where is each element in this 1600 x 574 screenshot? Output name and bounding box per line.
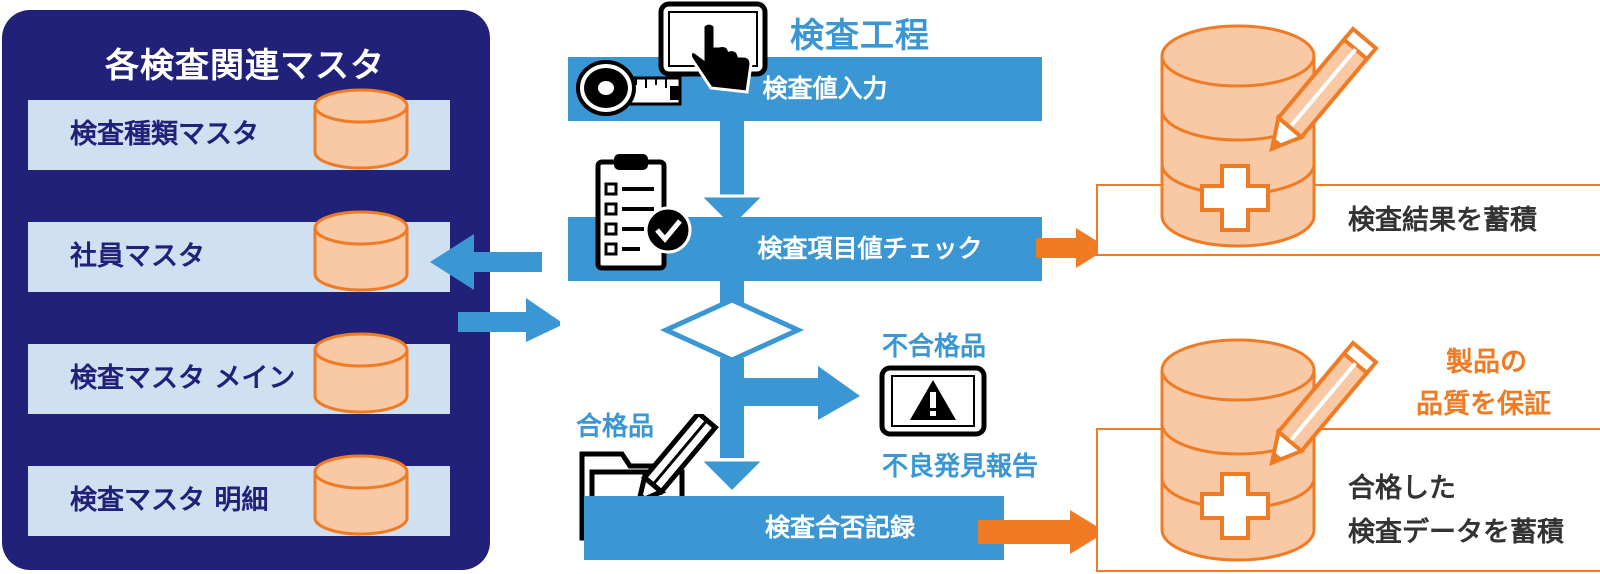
process-step-label: 検査合否記録 — [764, 513, 915, 542]
database-medical-pencil-icon — [1160, 24, 1379, 248]
passed-line1: 合格した — [1348, 473, 1456, 504]
arrow-to-passed-data — [978, 510, 1106, 554]
database-icon — [313, 332, 409, 414]
database-medical-pencil-icon — [1160, 338, 1379, 562]
accumulate-label: 検査結果を蓄積 — [1348, 205, 1537, 236]
fail-report-label: 不良発見報告 — [882, 452, 1039, 482]
master-exchange-arrows — [430, 234, 560, 342]
process-title: 検査工程 — [790, 16, 930, 56]
database-icon — [313, 88, 409, 170]
process-flow-lines — [659, 118, 860, 495]
arrow-from-masters — [458, 298, 560, 342]
process-step-record[interactable]: 検査合否記録 — [584, 496, 1004, 560]
master-item-inspection-detail[interactable]: 検査マスタ 明細 — [28, 454, 450, 536]
master-item-label: 検査種類マスタ — [70, 119, 259, 150]
fail-label: 不合格品 — [882, 332, 987, 362]
masters-title: 各検査関連マスタ — [105, 46, 385, 86]
arrow-to-results — [1036, 228, 1108, 268]
master-item-inspection-main[interactable]: 検査マスタ メイン — [28, 332, 450, 414]
guarantee-line1: 製品の — [1446, 347, 1527, 378]
arrow-to-fail — [744, 366, 860, 420]
passed-line2: 検査データを蓄積 — [1348, 517, 1564, 548]
process-step-label: 検査項目値チェック — [757, 234, 983, 263]
master-item-label: 社員マスタ — [70, 241, 205, 272]
decision-diamond — [659, 297, 805, 363]
master-item-label: 検査マスタ メイン — [70, 363, 296, 394]
process-step-label: 検査値入力 — [762, 74, 888, 103]
tape-measure-icon — [576, 60, 682, 116]
tablet-touch-icon — [658, 1, 768, 94]
warning-tablet-icon — [879, 365, 987, 437]
database-icon — [313, 210, 409, 292]
master-item-label: 検査マスタ 明細 — [70, 485, 269, 516]
arrow-to-masters — [430, 234, 542, 290]
clipboard-check-icon — [595, 154, 692, 271]
master-item-employee[interactable]: 社員マスタ — [28, 210, 450, 292]
database-icon — [313, 454, 409, 536]
guarantee-line2: 品質を保証 — [1416, 389, 1551, 420]
pass-label: 合格品 — [576, 412, 655, 442]
master-item-inspection-type[interactable]: 検査種類マスタ — [28, 88, 450, 170]
